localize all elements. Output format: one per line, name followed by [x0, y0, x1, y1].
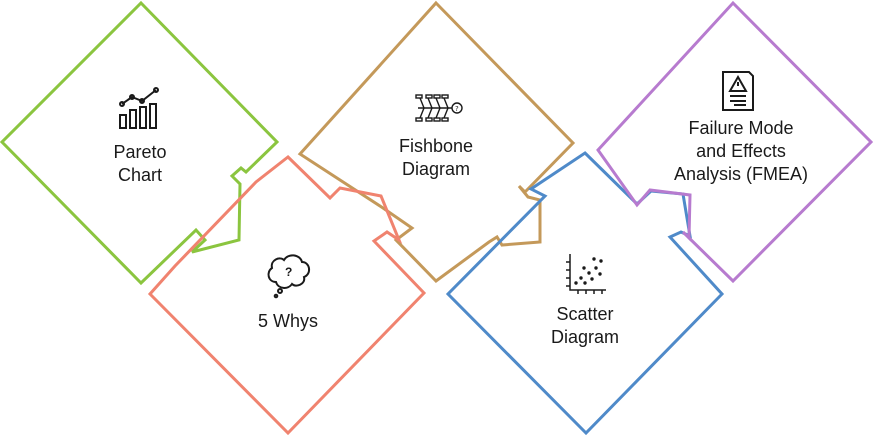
question-cloud-icon: ? [267, 254, 310, 299]
fishbone-label: Fishbone Diagram [376, 135, 496, 181]
pareto-label: Pareto Chart [88, 141, 192, 187]
pareto-label-line-2: Chart [117, 165, 162, 185]
scatter-plot-icon [566, 254, 606, 294]
fishbone-label-line-1: Fishbone [398, 136, 474, 156]
fmea-diamond [596, 0, 873, 284]
whys-label-line-1: 5 Whys [257, 311, 318, 331]
svg-text:?: ? [285, 265, 292, 279]
scatter-label-line-1: Scatter [556, 304, 614, 324]
pareto-label-line-1: Pareto [113, 142, 167, 162]
fishbone-label-line-2: Diagram [401, 159, 471, 179]
fishbone-icon: ? [415, 94, 463, 122]
whys-label: 5 Whys [228, 310, 348, 333]
warning-document-icon [722, 71, 754, 111]
scatter-label-line-2: Diagram [550, 327, 620, 347]
fmea-label-line-1: Failure Mode [688, 118, 794, 138]
fmea-label-line-3: Analysis (FMEA) [673, 164, 808, 184]
pareto-diamond [0, 0, 280, 286]
scatter-label: Scatter Diagram [525, 303, 645, 349]
svg-text:?: ? [455, 105, 459, 113]
whys-diamond [147, 155, 427, 436]
fmea-label-line-2: and Effects [696, 141, 786, 161]
fmea-label: Failure Mode and Effects Analysis (FMEA) [660, 117, 822, 186]
bar-chart-trend-icon [119, 87, 159, 129]
